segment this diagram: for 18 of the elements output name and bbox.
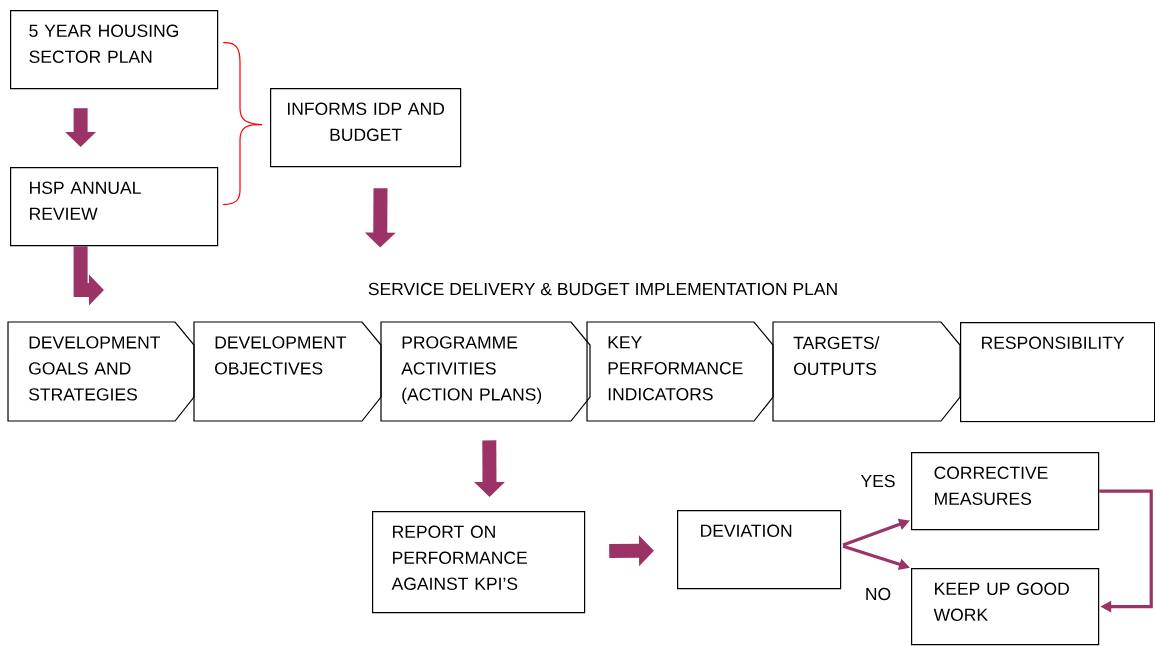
curly-brace (222, 123, 263, 206)
heading-text: SERVICE DELIVERY & BUDGET IMPLEMENTATION PLAN (368, 282, 837, 296)
edge-label: YES (858, 472, 898, 490)
chevron-box: DEVELOPMENT GOALS AND STRATEGIES (7, 321, 195, 422)
chevron-box: KEY PERFORMANCE INDICATORS (586, 321, 774, 422)
chevron-box: RESPONSIBILITY (960, 322, 1155, 423)
chevron-box: DEVELOPMENT OBJECTIVES (193, 321, 382, 422)
chevron-box: TARGETS/ OUTPUTS (772, 321, 961, 422)
edge-label: NO (862, 585, 894, 603)
chevron-box: PROGRAMME ACTIVITIES (ACTION PLANS) (380, 321, 591, 422)
process-box: HSP ANNUAL REVIEW (10, 167, 219, 247)
process-box: KEEP UP GOOD WORK (911, 568, 1100, 646)
process-box: INFORMS IDP AND BUDGET (270, 88, 462, 168)
process-box: REPORT ON PERFORMANCE AGAINST KPI’S (372, 511, 586, 614)
process-box: DEVIATION (677, 510, 842, 590)
process-box: 5 YEAR HOUSING SECTOR PLAN (10, 10, 219, 90)
process-box: CORRECTIVE MEASURES (911, 452, 1100, 531)
arrow (1099, 489, 1153, 613)
